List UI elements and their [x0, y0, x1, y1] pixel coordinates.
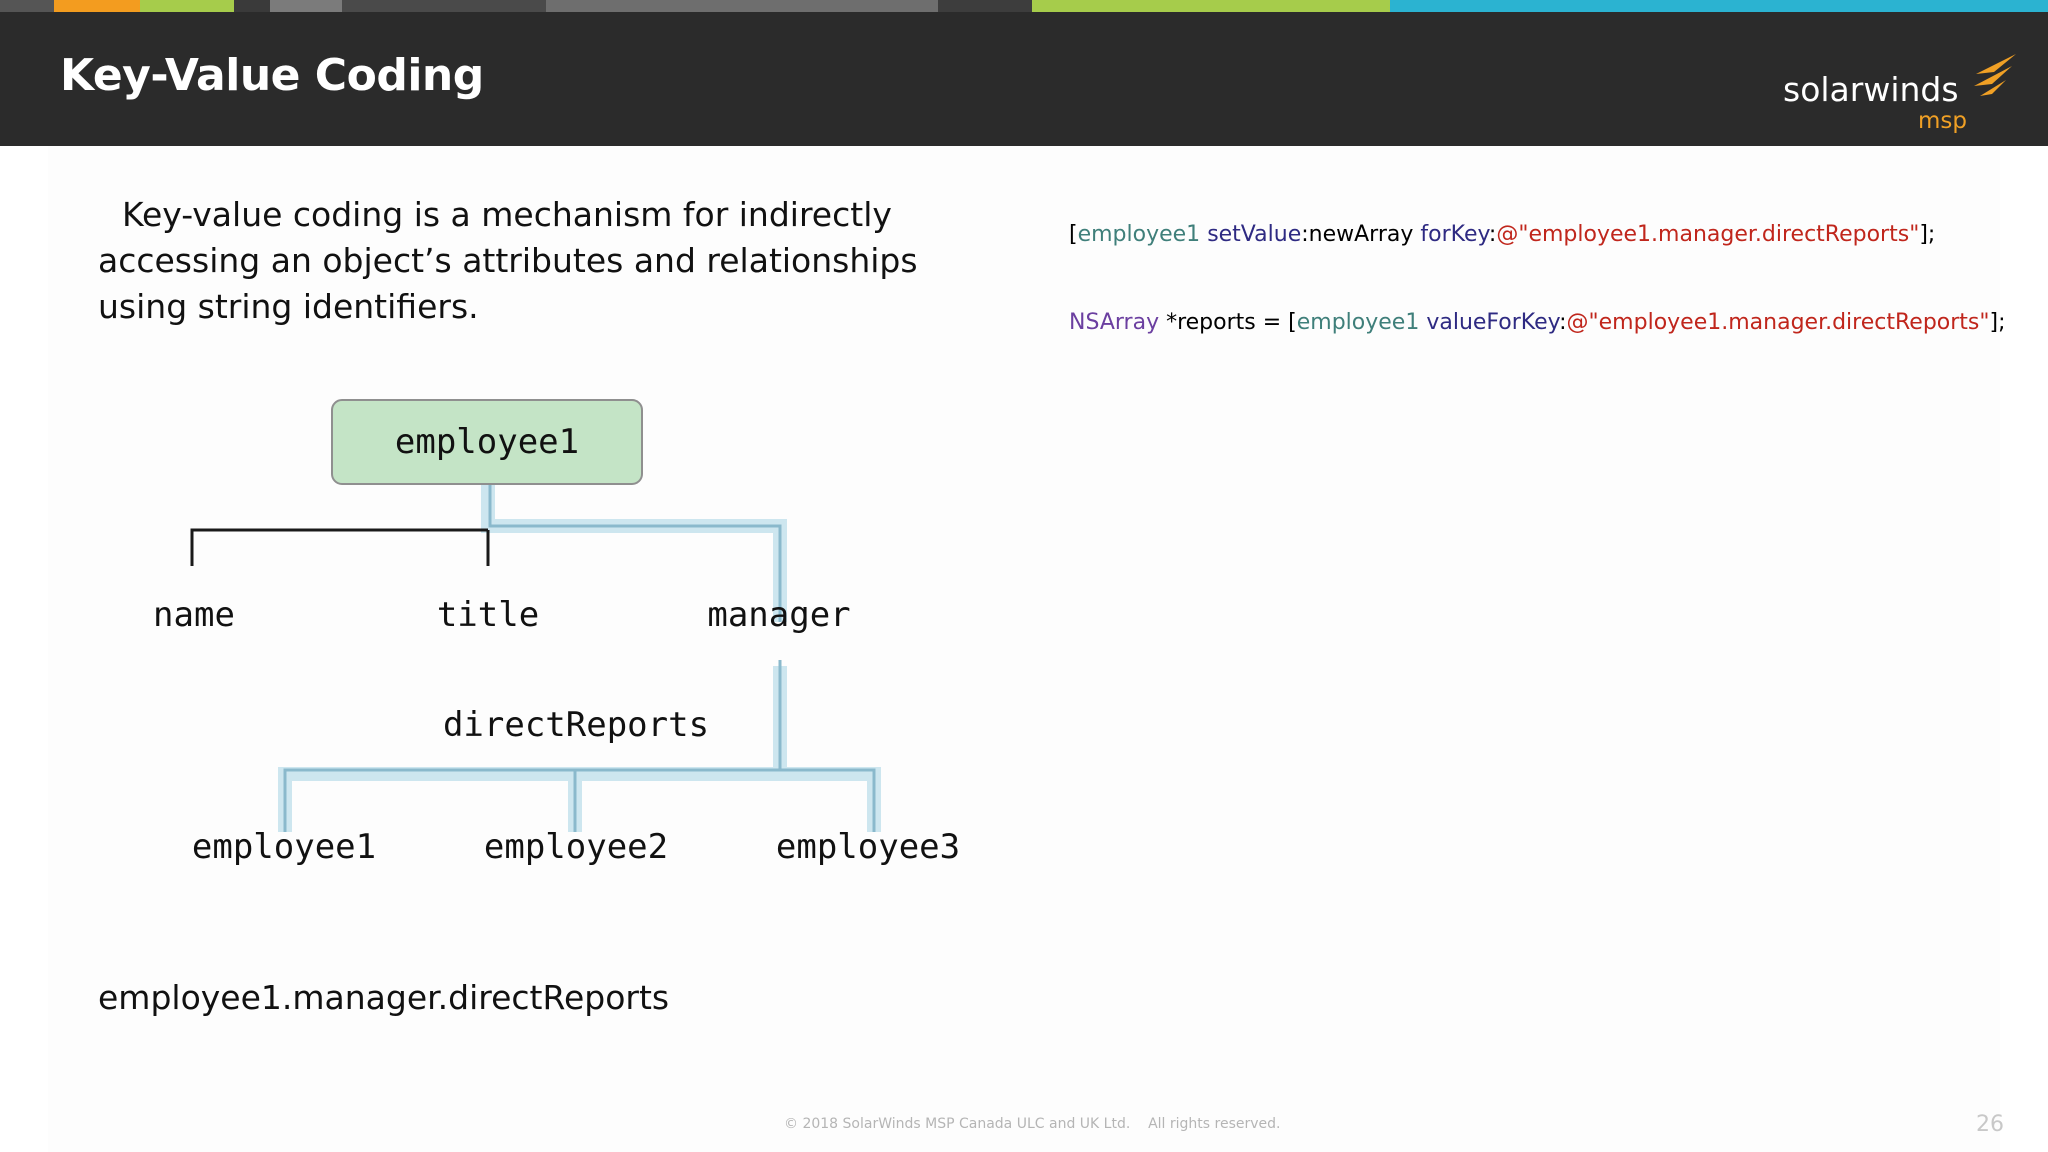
- code-line-set-value: [employee1 setValue:newArray forKey:@"em…: [1069, 222, 1935, 247]
- logo-subtitle: msp: [1918, 108, 1967, 134]
- child-employee3-label: employee3: [776, 827, 960, 867]
- slide-header: Key-Value Coding solarwinds msp: [0, 12, 2048, 146]
- intro-paragraph: Key-value coding is a mechanism for indi…: [98, 195, 918, 326]
- copyright-footer: © 2018 SolarWinds MSP Canada ULC and UK …: [784, 1116, 1281, 1132]
- attribute-name-label: name: [153, 595, 235, 635]
- attribute-title-label: title: [437, 595, 539, 635]
- root-node-label: employee1: [395, 422, 579, 462]
- highlight-inner-line: [283, 478, 876, 832]
- code-token: ];: [1919, 222, 1936, 247]
- code-token: setValue: [1207, 222, 1302, 247]
- code-token: employee1: [1296, 310, 1420, 335]
- code-token: [: [1069, 222, 1078, 247]
- key-path-text: employee1.manager.directReports: [98, 978, 670, 1017]
- logo-wordmark: solarwinds: [1783, 70, 1959, 109]
- attribute-manager-label: manager: [707, 595, 850, 635]
- code-token: forKey: [1420, 222, 1489, 247]
- accent-color-strip: [0, 0, 2048, 12]
- solarwinds-msp-logo: solarwinds msp: [1780, 52, 2020, 142]
- code-token: @"employee1.manager.directReports": [1566, 310, 1990, 335]
- code-token: :: [1488, 222, 1497, 247]
- root-node: [331, 399, 643, 485]
- key-path-diagram: employee1 name title manager directRepor…: [140, 390, 1000, 890]
- slide-body: [48, 146, 2000, 1152]
- diagram-svg: employee1 name title manager directRepor…: [153, 399, 960, 867]
- code-token: *reports = [: [1159, 310, 1297, 335]
- code-token: :newArray: [1301, 222, 1421, 247]
- code-token: ];: [1989, 310, 2006, 335]
- code-line-value-for-key: NSArray *reports = [employee1 valueForKe…: [1069, 310, 2006, 335]
- code-token: valueForKey: [1426, 310, 1560, 335]
- connector-lines: [190, 528, 490, 566]
- slide-title: Key-Value Coding: [60, 50, 484, 101]
- relationship-direct-reports-label: directReports: [443, 705, 709, 745]
- child-employee2-label: employee2: [484, 827, 668, 867]
- logo-flame-icon: [1974, 54, 2016, 96]
- code-token: employee1: [1077, 222, 1201, 247]
- code-token: @"employee1.manager.directReports": [1496, 222, 1920, 247]
- page-number: 26: [1976, 1112, 2004, 1137]
- code-token: NSArray: [1069, 310, 1160, 335]
- code-token: :: [1559, 310, 1567, 335]
- child-employee1-label: employee1: [192, 827, 376, 867]
